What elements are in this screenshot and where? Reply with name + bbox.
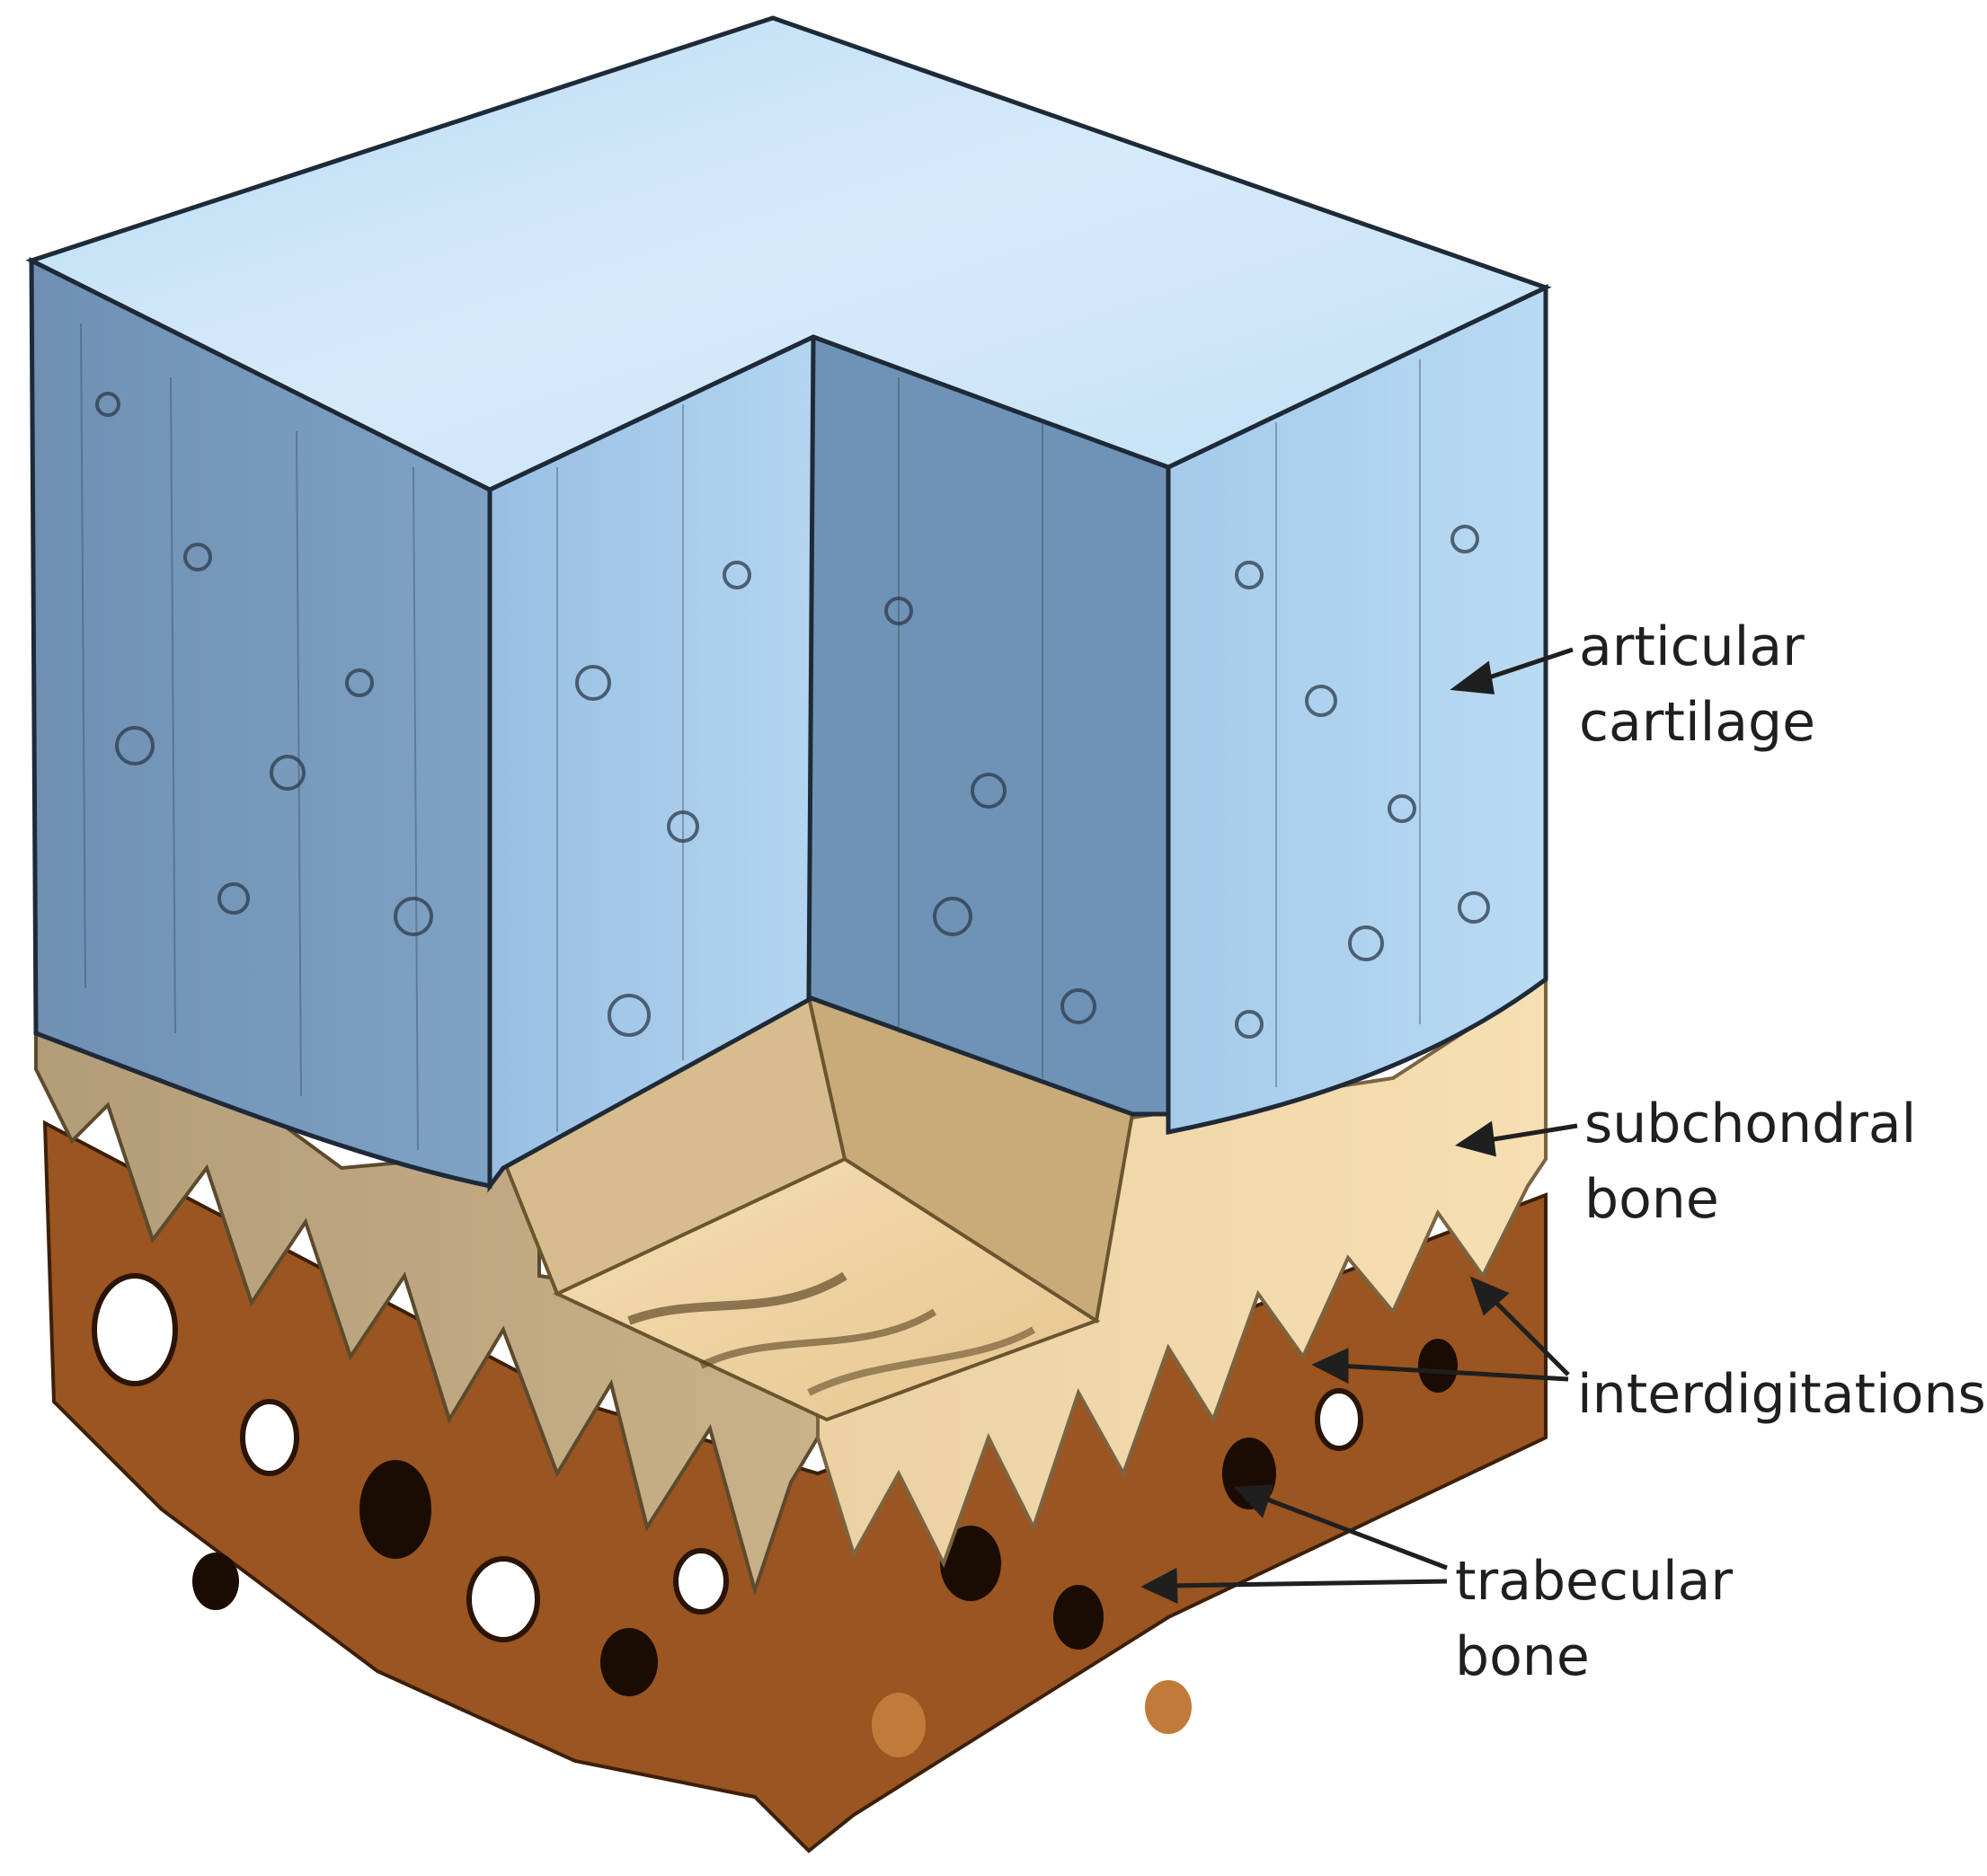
label-pointers (1140, 647, 1578, 1604)
arrow-trabecular-bone-1 (1257, 1493, 1448, 1571)
label-articular-cartilage: articular cartilage (1579, 609, 1815, 760)
label-subchondral-line2: bone (1584, 1168, 1719, 1231)
articular-cartilage-region (25, 15, 1552, 1193)
label-trabecular-line1: trabecular (1455, 1550, 1734, 1613)
label-trabecular-line2: bone (1455, 1625, 1590, 1688)
arrow-articular-cartilage (1477, 647, 1574, 684)
label-articular-line1: articular (1579, 615, 1805, 678)
label-interdigitations-line1: interdigitations (1577, 1363, 1986, 1426)
trabecular-bone-region (42, 1119, 1548, 1854)
label-interdigitations: interdigitations (1577, 1357, 1986, 1432)
label-articular-line2: cartilage (1579, 691, 1816, 754)
arrow-interdigitations-1 (1486, 1292, 1570, 1376)
arrow-interdigitations-2 (1338, 1363, 1569, 1382)
arrow-subchondral-bone (1482, 1123, 1578, 1144)
label-subchondral-line1: subchondral (1584, 1093, 1917, 1155)
arrow-trabecular-bone-2 (1167, 1579, 1448, 1588)
label-trabecular-bone: trabecular bone (1455, 1544, 1733, 1695)
label-subchondral-bone: subchondral bone (1584, 1086, 1916, 1237)
